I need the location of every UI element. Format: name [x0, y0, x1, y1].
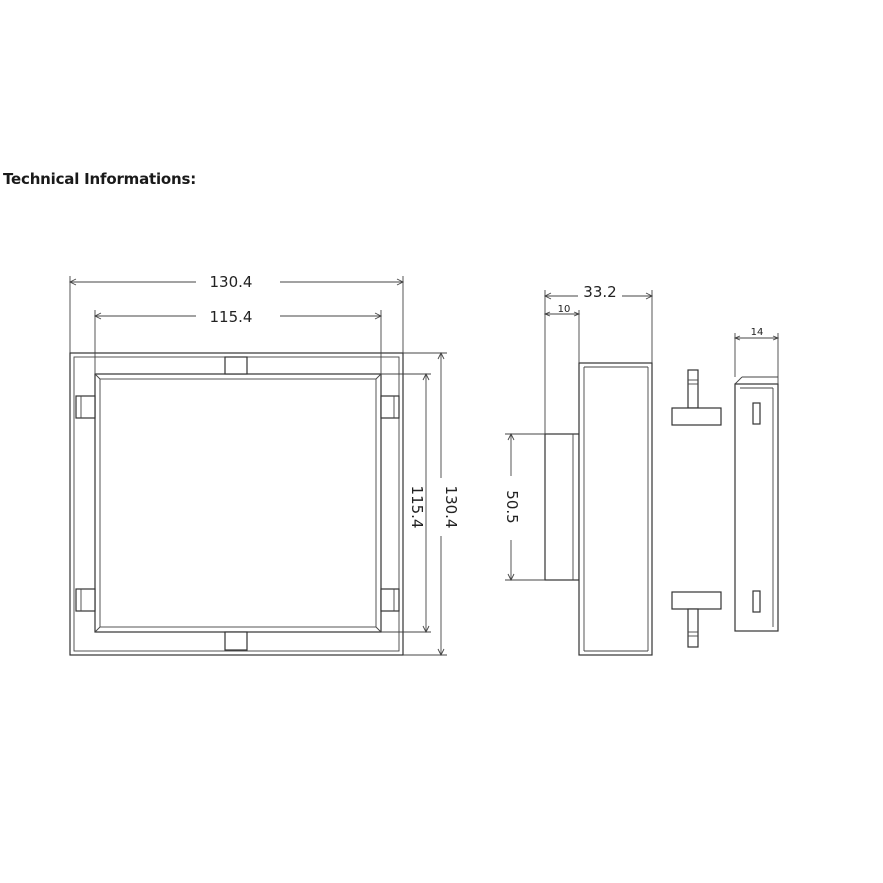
bracket-view: [734, 376, 779, 632]
screw-upper-shaft: [687, 369, 699, 409]
clip-right-lower: [380, 588, 400, 612]
dim-outer-width: 130.4: [210, 273, 253, 291]
bracket-body: [734, 383, 779, 632]
clip-top: [224, 356, 248, 375]
screw-lower-head: [671, 591, 722, 610]
dim-depth-front: 10: [558, 304, 571, 315]
side-view: [544, 362, 653, 656]
front-outer-frame: [69, 352, 404, 656]
dim-depth-total: 33.2: [583, 283, 616, 301]
mounting-screws: [671, 369, 722, 648]
screw-upper-head: [671, 407, 722, 426]
bracket-slot-lower: [752, 590, 761, 613]
bracket-dimensions: 14: [733, 327, 780, 377]
dim-bracket-depth: 14: [751, 327, 764, 338]
side-dimensions: 33.2 10 50.5: [503, 283, 654, 582]
clip-bottom: [224, 631, 248, 651]
front-screen-inner: [99, 378, 377, 628]
front-dimensions: 130.4 115.4 130.4 115.4: [68, 273, 460, 657]
dim-inner-width: 115.4: [210, 308, 253, 326]
side-main-body: [578, 362, 653, 656]
clip-left-upper: [75, 395, 96, 419]
dim-side-height: 50.5: [503, 490, 521, 523]
side-front-plate: [544, 433, 580, 581]
front-outer-frame-inner-edge: [73, 356, 400, 652]
clip-right-upper: [380, 395, 400, 419]
page-title: Technical Informations:: [3, 170, 197, 188]
bracket-slot-upper: [752, 402, 761, 425]
clip-left-lower: [75, 588, 96, 612]
dim-inner-height: 115.4: [408, 486, 426, 529]
front-view: [69, 352, 404, 656]
screw-lower-shaft: [687, 608, 699, 648]
front-screen-outer: [94, 373, 382, 633]
dim-outer-height: 130.4: [442, 486, 460, 529]
